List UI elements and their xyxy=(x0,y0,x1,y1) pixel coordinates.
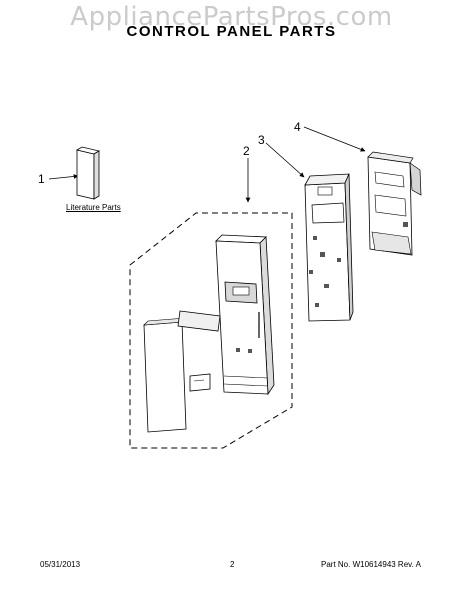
small-bracket xyxy=(189,373,211,392)
page-title: CONTROL PANEL PARTS xyxy=(126,23,337,40)
callout-2: 2 xyxy=(243,144,250,158)
footer-part-no: Part No. W10614943 Rev. A xyxy=(321,560,421,569)
literature-parts-label: Literature Parts xyxy=(66,203,121,212)
leader-line-3 xyxy=(265,142,305,178)
leader-line-1 xyxy=(48,174,79,180)
literature-booklet xyxy=(75,146,101,200)
keypad-membrane xyxy=(143,317,187,433)
control-panel-backplate xyxy=(304,173,354,322)
assembly-boundary xyxy=(129,212,293,449)
circuit-board-bracket xyxy=(367,151,422,256)
callout-3: 3 xyxy=(258,133,265,147)
callout-4: 4 xyxy=(294,120,301,134)
control-panel-frame xyxy=(215,234,275,396)
footer-page: 2 xyxy=(230,560,235,569)
leader-line-4 xyxy=(303,126,366,152)
watermark: AppliancePartsPros.com xyxy=(70,2,393,32)
footer-date: 05/31/2013 xyxy=(40,560,81,569)
display-window xyxy=(177,310,221,332)
callout-1: 1 xyxy=(38,172,45,186)
